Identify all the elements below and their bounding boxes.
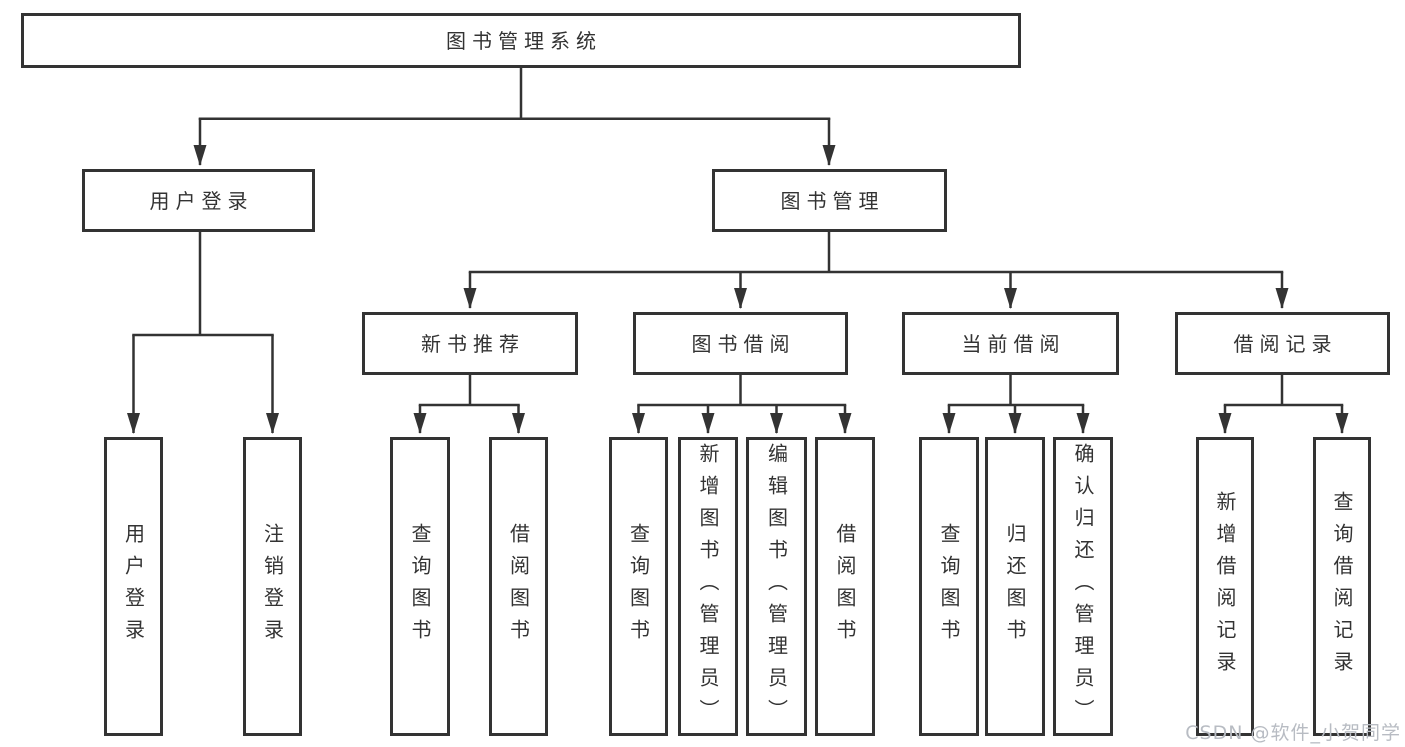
- leaf-logout-login-label: 注销登录: [260, 522, 285, 651]
- leaf-cb-confirm-return-label: 确认归还（管理员）: [1071, 442, 1095, 731]
- node-new-book-recommend: 新书推荐: [362, 312, 578, 375]
- leaf-cb-return-books-label: 归还图书: [1003, 522, 1027, 651]
- node-borrowing-records: 借阅记录: [1175, 312, 1390, 375]
- leaf-bb-query-books: 查询图书: [609, 437, 668, 736]
- node-root-system: 图书管理系统: [21, 13, 1021, 68]
- node-borrowing-records-label: 借阅记录: [1233, 331, 1338, 356]
- leaf-br-query-record: 查询借阅记录: [1313, 437, 1371, 736]
- node-current-borrowing: 当前借阅: [902, 312, 1119, 375]
- leaf-bb-query-books-label: 查询图书: [626, 522, 651, 651]
- leaf-bb-add-books: 新增图书（管理员）: [678, 437, 738, 736]
- leaf-bb-edit-books: 编辑图书（管理员）: [746, 437, 807, 736]
- leaf-bb-borrow-books: 借阅图书: [815, 437, 875, 736]
- node-user-login-label: 用户登录: [149, 188, 254, 213]
- leaf-bb-add-books-label: 新增图书（管理员）: [696, 442, 720, 731]
- leaf-cb-return-books: 归还图书: [985, 437, 1045, 736]
- node-new-book-recommend-label: 新书推荐: [421, 331, 525, 356]
- leaf-nb-borrow-books: 借阅图书: [489, 437, 548, 736]
- leaf-logout-login: 注销登录: [243, 437, 302, 736]
- node-user-login: 用户登录: [82, 169, 315, 232]
- leaf-br-add-record-label: 新增借阅记录: [1213, 490, 1237, 683]
- leaf-nb-query-books: 查询图书: [390, 437, 450, 736]
- leaf-br-add-record: 新增借阅记录: [1196, 437, 1254, 736]
- leaf-user-login: 用户登录: [104, 437, 163, 736]
- node-book-borrowing: 图书借阅: [633, 312, 848, 375]
- node-root-system-label: 图书管理系统: [446, 28, 602, 53]
- node-book-management-label: 图书管理: [780, 188, 885, 213]
- node-book-management: 图书管理: [712, 169, 947, 232]
- node-book-borrowing-label: 图书借阅: [691, 331, 796, 356]
- leaf-cb-query-books: 查询图书: [919, 437, 979, 736]
- leaf-bb-borrow-books-label: 借阅图书: [833, 522, 857, 651]
- leaf-nb-borrow-books-label: 借阅图书: [506, 522, 531, 651]
- leaf-cb-confirm-return: 确认归还（管理员）: [1053, 437, 1113, 736]
- csdn-watermark: CSDN @软件_小贺同学: [1185, 722, 1401, 744]
- leaf-br-query-record-label: 查询借阅记录: [1330, 490, 1354, 683]
- leaf-nb-query-books-label: 查询图书: [408, 522, 432, 651]
- node-current-borrowing-label: 当前借阅: [961, 331, 1066, 356]
- leaf-user-login-label: 用户登录: [121, 522, 146, 651]
- leaf-cb-query-books-label: 查询图书: [937, 522, 961, 651]
- leaf-bb-edit-books-label: 编辑图书（管理员）: [764, 442, 789, 731]
